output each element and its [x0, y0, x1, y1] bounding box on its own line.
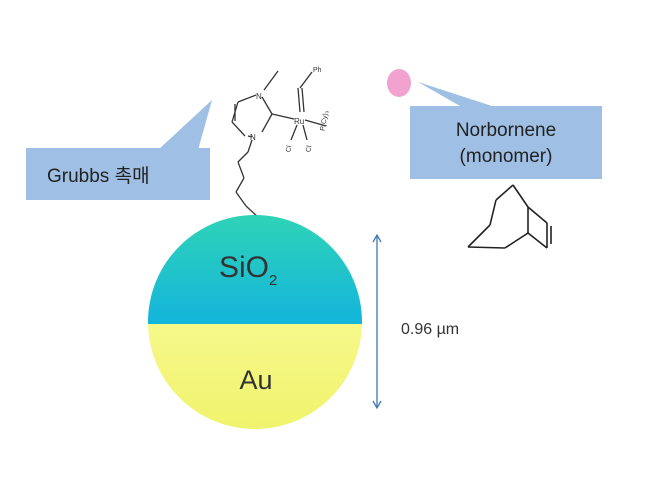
gold-label: Au [239, 365, 272, 395]
monomer-callout-line2: (monomer) [460, 146, 553, 167]
monomer-callout-box [410, 106, 602, 179]
catalyst-callout-pointer [158, 100, 212, 150]
ruthenium-label: Ru [294, 117, 304, 126]
grubbs-catalyst-structure: N N Ru Ph P(Cy)₃ Cl Cl [231, 67, 331, 218]
catalyst-callout: Grubbs 촉매 [26, 100, 212, 200]
monomer-callout-line1: Norbornene [456, 120, 556, 141]
phenyl-label: Ph [313, 67, 322, 74]
catalyst-callout-label: Grubbs 촉매 [47, 165, 150, 187]
diameter-label: 0.96 µm [401, 321, 459, 338]
nitrogen-top-label: N [256, 92, 262, 101]
monomer-callout: Norbornene (monomer) [410, 82, 602, 179]
chloride-1-label: Cl [285, 145, 293, 153]
catalyst-callout-box [26, 148, 210, 200]
chloride-2-label: Cl [305, 145, 313, 153]
nitrogen-bottom-label: N [250, 133, 256, 142]
monomer-callout-pointer [418, 82, 492, 106]
janus-particle: SiO2 Au [148, 215, 362, 429]
silica-subscript: 2 [269, 272, 277, 289]
silica-label: SiO2 [219, 251, 277, 289]
diameter-arrow [372, 233, 382, 410]
phosphine-label: P(Cy)₃ [320, 110, 331, 132]
monomer-dot [387, 69, 411, 97]
norbornene-structure [467, 184, 552, 249]
